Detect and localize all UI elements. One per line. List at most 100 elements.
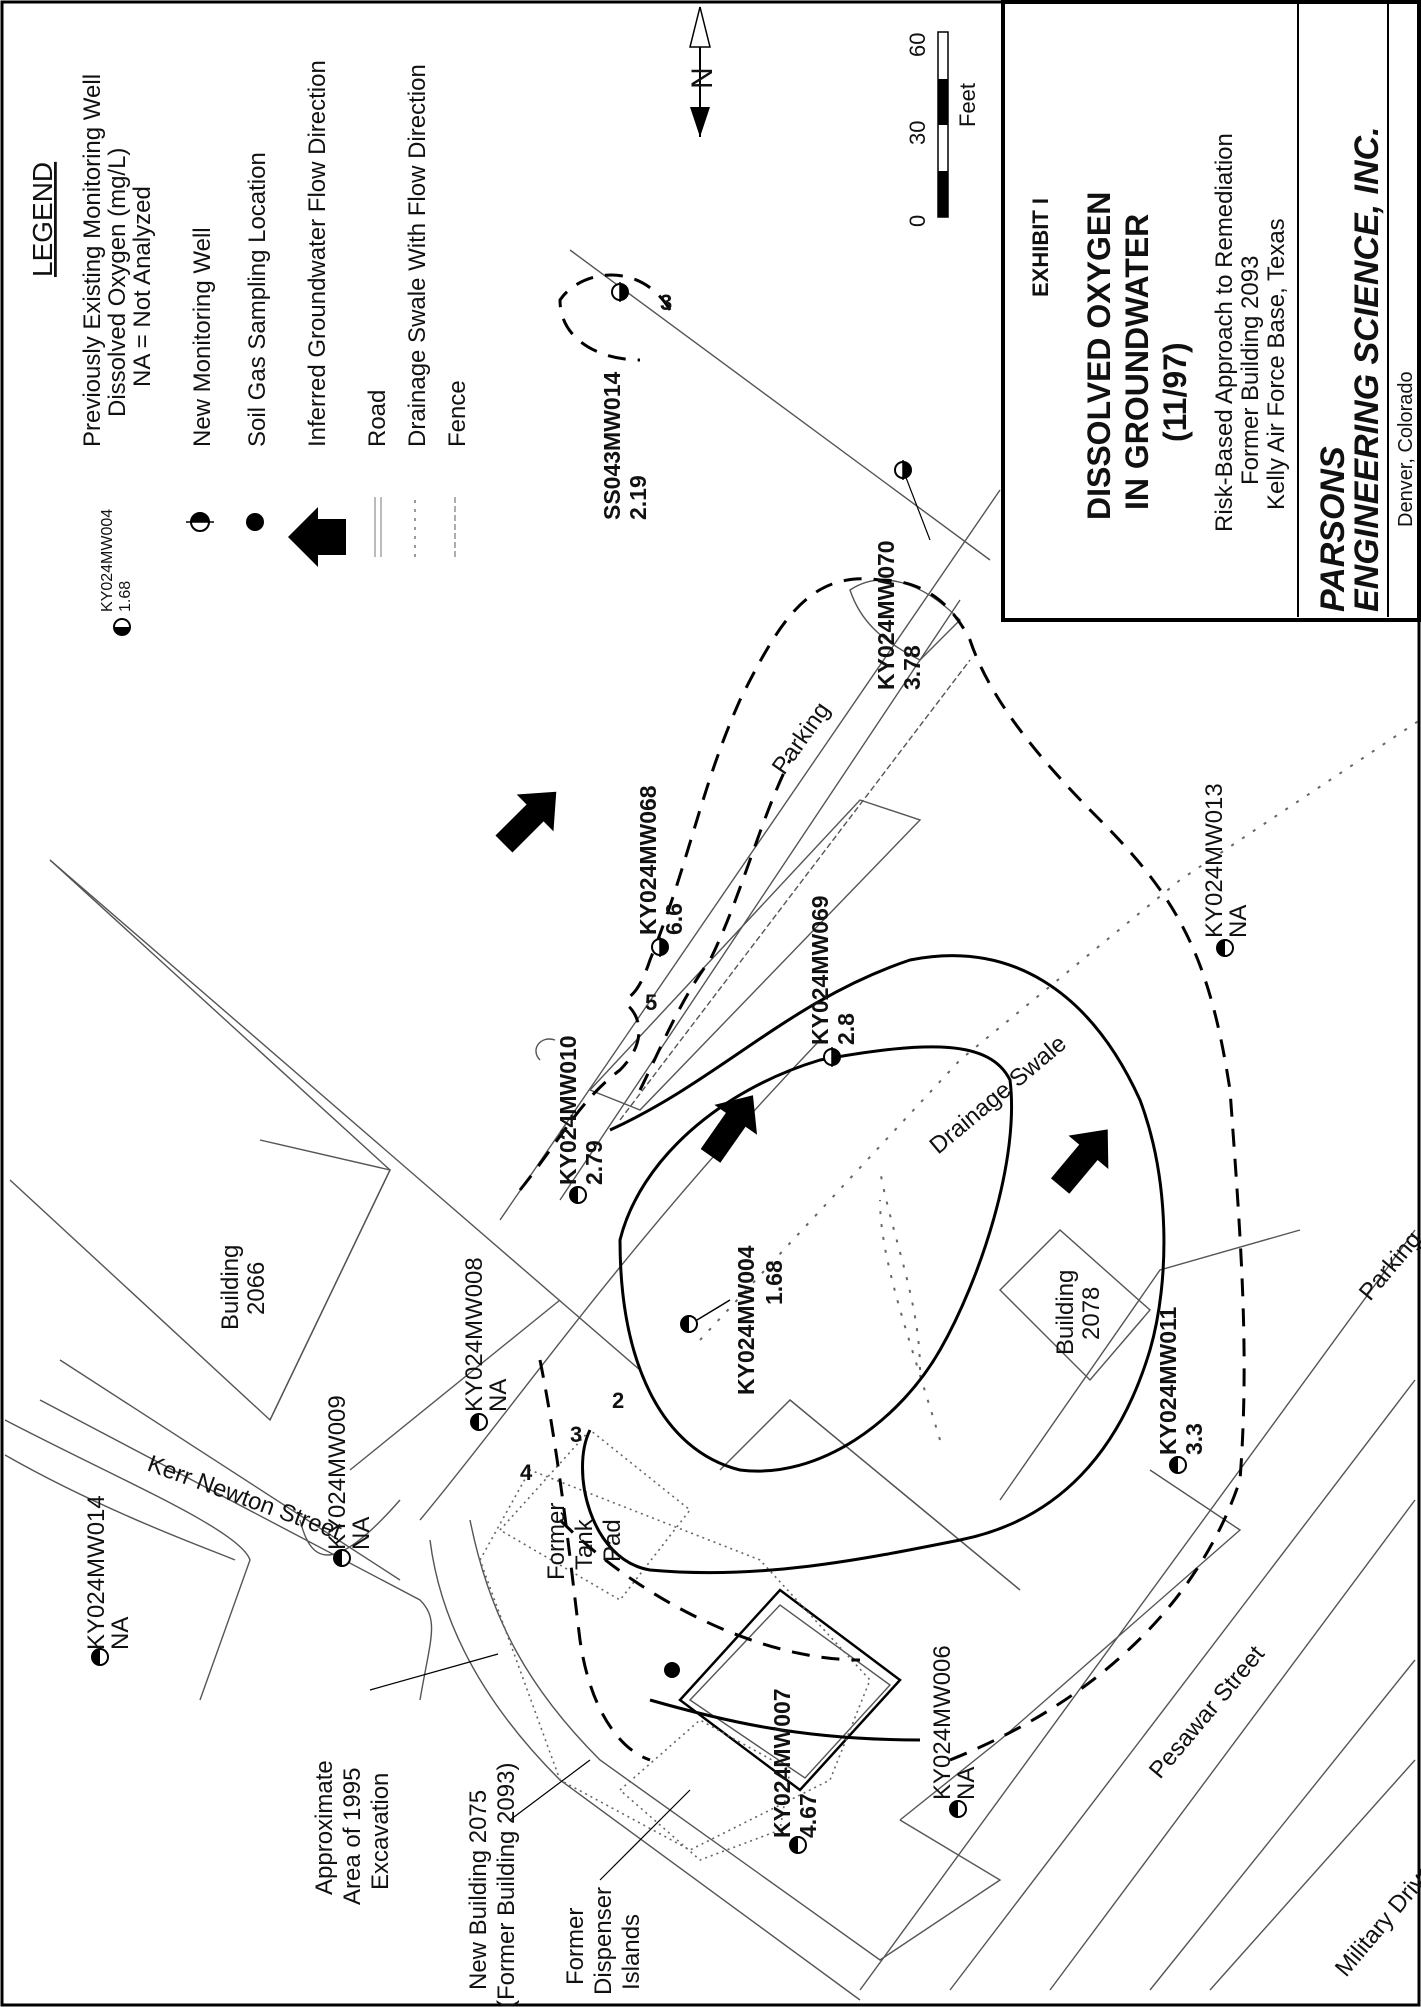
well-mw011-id: KY024MW011	[1155, 1306, 1181, 1455]
well-marker-mw069	[823, 1047, 841, 1067]
well-mw068-value: 6.6	[661, 903, 687, 935]
well-mw010-value: 2.79	[581, 1140, 607, 1185]
north-arrow: N	[686, 6, 719, 137]
well-mw008-value: NA	[485, 1379, 512, 1412]
dispenser-label-2: Dispenser	[590, 1887, 617, 1995]
legend-fence: Fence	[444, 380, 471, 557]
well-mw009-id: KY024MW009	[324, 1395, 351, 1550]
excavation-area-outline	[479, 1469, 871, 1851]
well-mw068-id: KY024MW068	[635, 785, 661, 935]
well-marker-mw009	[333, 1549, 351, 1567]
legend-sample-well-id: KY024MW004	[99, 509, 116, 612]
well-mw009-value: NA	[348, 1517, 375, 1550]
well-marker-mw008	[470, 1413, 488, 1431]
well-marker-mw006	[949, 1800, 967, 1818]
title-line-1: DISSOLVED OXYGEN	[1081, 192, 1117, 520]
well-mw014-id: KY024MW014	[83, 1495, 110, 1650]
title-block-text: EXHIBIT I DISSOLVED OXYGEN IN GROUNDWATE…	[1028, 2, 1417, 617]
well-mw069-id: KY024MW069	[807, 895, 833, 1045]
scale-tick-60: 60	[905, 33, 930, 57]
well-mw069-value: 2.8	[833, 1013, 859, 1045]
well-marker-mw070	[894, 460, 912, 480]
well-mw006-value: NA	[953, 1767, 980, 1800]
flow-arrow-north	[495, 791, 557, 853]
title-line-2: IN GROUNDWATER	[1119, 214, 1155, 510]
flow-arrow-east	[1050, 1129, 1109, 1194]
legend-flow-direction-label: Inferred Groundwater Flow Direction	[304, 60, 331, 447]
tank-pad-label-3: Pad	[599, 1519, 626, 1562]
legend: LEGEND KY024MW004 1.68 Previously Existi…	[27, 6, 980, 636]
legend-road: Road	[364, 390, 391, 557]
subtitle-line-1: Risk-Based Approach to Remediation	[1211, 133, 1238, 532]
legend-road-label: Road	[364, 390, 391, 447]
excavation-label-1: Approximate	[311, 1760, 338, 1895]
well-mw013-value: NA	[1225, 905, 1252, 938]
dispenser-label-1: Former	[562, 1908, 589, 1985]
contour-2	[618, 1045, 1014, 1473]
contour-label-4: 4	[520, 1460, 533, 1485]
well-mw007-id: KY024MW007	[769, 1688, 795, 1838]
well-marker-mw068	[651, 937, 669, 957]
contour-label-2: 2	[612, 1388, 624, 1413]
soil-gas-sample-marker	[664, 1662, 680, 1678]
well-markers	[91, 282, 1234, 1854]
well-marker-mw007	[789, 1836, 807, 1854]
company-city: Denver, Colorado	[1395, 371, 1417, 527]
legend-existing-well-do: Dissolved Oxygen (mg/L)	[104, 148, 131, 417]
contour-label-3: 3	[570, 1422, 582, 1447]
legend-flow-direction: Inferred Groundwater Flow Direction	[288, 60, 346, 567]
legend-sample-well-value: 1.68	[117, 581, 134, 612]
company-line-1: PARSONS	[1314, 446, 1352, 612]
legend-existing-well: KY024MW004 1.68 Previously Existing Moni…	[79, 74, 156, 636]
building-2066-number: 2066	[243, 1262, 270, 1315]
legend-soil-gas: Soil Gas Sampling Location	[244, 152, 271, 531]
well-marker-mw014	[91, 1648, 109, 1666]
legend-title: LEGEND	[27, 162, 58, 277]
contour-labels: 2 3 3 4 5	[520, 290, 672, 1485]
legend-new-well: New Monitoring Well	[186, 227, 216, 532]
building-2078-number: 2078	[1078, 1287, 1105, 1340]
well-mw010-id: KY024MW010	[555, 1035, 581, 1185]
tank-pad-label-2: Tank	[571, 1518, 598, 1570]
well-marker-ss043	[611, 282, 629, 302]
well-mw070-id: KY024MW070	[873, 540, 899, 690]
excavation-label-3: Excavation	[367, 1773, 394, 1890]
scale-tick-30: 30	[905, 121, 930, 145]
well-marker-mw013	[1216, 939, 1234, 957]
legend-swale-label: Drainage Swale With Flow Direction	[404, 64, 431, 447]
well-mw007-value: 4.67	[795, 1793, 821, 1838]
well-marker-mw010	[569, 1186, 587, 1204]
contour-3	[581, 954, 1166, 1575]
fence-line	[619, 659, 971, 1121]
building-2078-label: Building	[1052, 1270, 1079, 1355]
new-building-2075-outline	[678, 1588, 902, 1792]
well-mw008-id: KY024MW008	[461, 1257, 488, 1412]
legend-new-well-label: New Monitoring Well	[189, 227, 216, 447]
building-2066-wing	[259, 1139, 392, 1421]
well-mw014-value: NA	[107, 1617, 134, 1650]
scale-unit: Feet	[955, 83, 980, 127]
contour-4	[518, 998, 641, 1191]
leader-lines	[369, 474, 931, 1881]
legend-fence-label: Fence	[444, 380, 471, 447]
company-line-2: ENGINEERING SCIENCE, INC.	[1348, 126, 1386, 612]
dispenser-label-3: Islands	[618, 1914, 645, 1990]
well-marker-mw011	[1169, 1456, 1187, 1474]
subtitle-line-3: Kelly Air Force Base, Texas	[1263, 218, 1290, 510]
scale-bar: 0 30 60 Feet	[905, 31, 980, 227]
dispenser-islands-outline	[618, 1719, 791, 1861]
contour-label-5: 5	[645, 990, 657, 1015]
building-2078-outline	[999, 1229, 1151, 1382]
contour-ss043	[558, 273, 672, 362]
flow-arrow-center	[700, 1095, 758, 1163]
title-block	[1001, 0, 1421, 622]
well-mw011-value: 3.3	[1181, 1423, 1207, 1455]
title-line-3: (11/97)	[1157, 342, 1193, 442]
drainage-swale	[699, 719, 1421, 1441]
building-2066-label: Building	[217, 1245, 244, 1330]
excavation-label-2: Area of 1995	[339, 1768, 366, 1905]
legend-existing-well-na: NA = Not Analyzed	[129, 186, 156, 387]
well-mw004-id: KY024MW004	[733, 1245, 759, 1395]
